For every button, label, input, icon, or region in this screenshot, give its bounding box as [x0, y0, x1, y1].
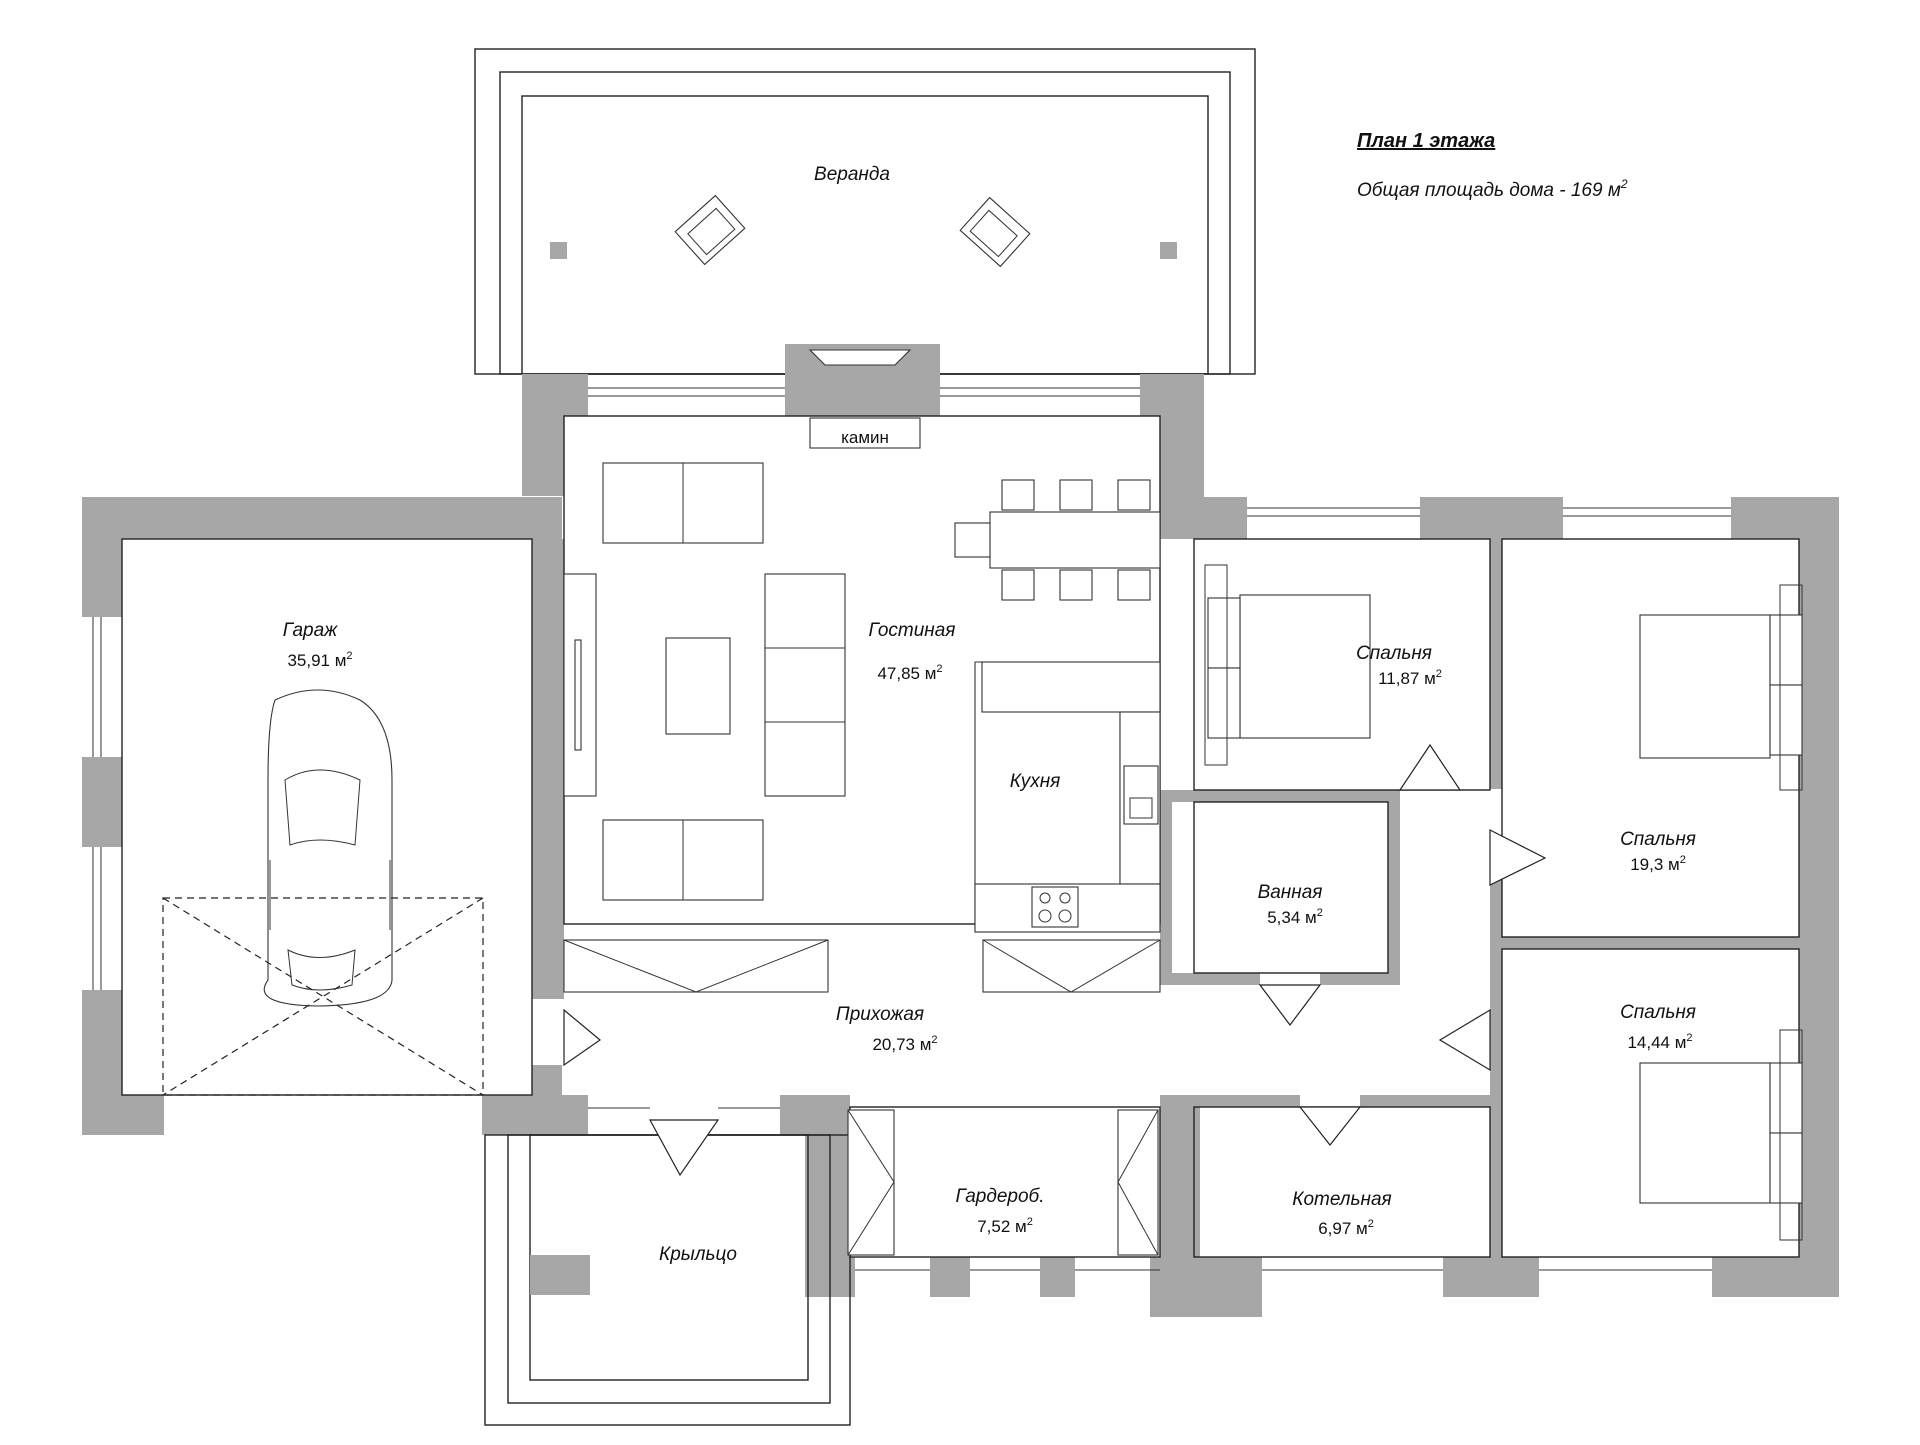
- dining-chair-icon: [1001, 569, 1035, 601]
- veranda-column-left: [550, 242, 567, 259]
- dining-chair-icon: [954, 522, 991, 558]
- dining-chair-icon: [1059, 479, 1093, 511]
- room-area-living: 47,85 м2: [877, 663, 942, 683]
- garage-door-icon: [162, 897, 484, 1096]
- plan-title: План 1 этажа: [1357, 130, 1495, 152]
- room-area-hall: 20,73 м2: [872, 1034, 937, 1054]
- wardrobe-closet-right-icon: [1117, 1109, 1159, 1256]
- room-area-bathroom: 5,34 м2: [1267, 907, 1323, 927]
- dining-chair-icon: [1117, 479, 1151, 511]
- furniture: [162, 349, 1803, 1256]
- veranda-chair-right: [959, 196, 1031, 268]
- room-name-bedroom-small: Спальня: [1356, 643, 1432, 664]
- room-name-porch: Крыльцо: [659, 1244, 737, 1265]
- fireplace-icon: [809, 417, 921, 449]
- room-name-living: Гостиная: [869, 620, 956, 641]
- sink-icon: [1123, 765, 1159, 825]
- room-area-garage: 35,91 м2: [287, 650, 352, 670]
- room-name-boiler: Котельная: [1292, 1189, 1391, 1210]
- dining-chair-icon: [1001, 479, 1035, 511]
- room-area-bedroom-big: 19,3 м2: [1630, 854, 1686, 874]
- bed-small-icon: [1204, 564, 1371, 766]
- stove-icon: [1031, 886, 1079, 928]
- coffee-table-icon: [665, 637, 731, 735]
- room-name-hall: Прихожая: [836, 1004, 924, 1025]
- tv-icon: [574, 639, 582, 751]
- room-name-bedroom-mid: Спальня: [1620, 1002, 1696, 1023]
- wardrobe-closet-left-icon: [847, 1109, 895, 1256]
- sofa-side-icon: [764, 573, 846, 797]
- room-name-bedroom-big: Спальня: [1620, 829, 1696, 850]
- veranda-structure: [474, 48, 1256, 375]
- walls: [82, 344, 1839, 1317]
- dining-table-icon: [989, 511, 1161, 569]
- bed-mid-icon: [1639, 1029, 1803, 1241]
- room-area-bedroom-small: 11,87 м2: [1378, 668, 1442, 688]
- windows: [92, 387, 1731, 1271]
- fireplace-label: камин: [841, 428, 889, 447]
- dining-chair-icon: [1059, 569, 1093, 601]
- hall-closet-icon: [563, 939, 829, 993]
- doors: [563, 743, 1547, 1177]
- kitchen-closet-icon: [982, 939, 1161, 993]
- bed-big-icon: [1639, 584, 1803, 791]
- room-name-kitchen: Кухня: [1010, 771, 1061, 792]
- room-name-garage: Гараж: [283, 620, 338, 641]
- fireplace-top-icon: [808, 349, 912, 366]
- veranda-column-right: [1160, 242, 1177, 259]
- total-area: Общая площадь дома - 169 м2: [1357, 177, 1628, 201]
- room-name-veranda: Веранда: [814, 164, 890, 185]
- dining-chair-icon: [1117, 569, 1151, 601]
- room-area-bedroom-mid: 14,44 м2: [1627, 1032, 1692, 1052]
- car-icon: [263, 689, 393, 1007]
- room-name-wardrobe: Гардероб.: [955, 1186, 1044, 1207]
- veranda-chair-left: [674, 194, 746, 266]
- room-area-wardrobe: 7,52 м2: [977, 1216, 1033, 1236]
- room-area-boiler: 6,97 м2: [1318, 1218, 1374, 1238]
- room-name-bathroom: Ванная: [1258, 882, 1323, 903]
- labels: План 1 этажа Общая площадь дома - 169 м2…: [283, 130, 1696, 1265]
